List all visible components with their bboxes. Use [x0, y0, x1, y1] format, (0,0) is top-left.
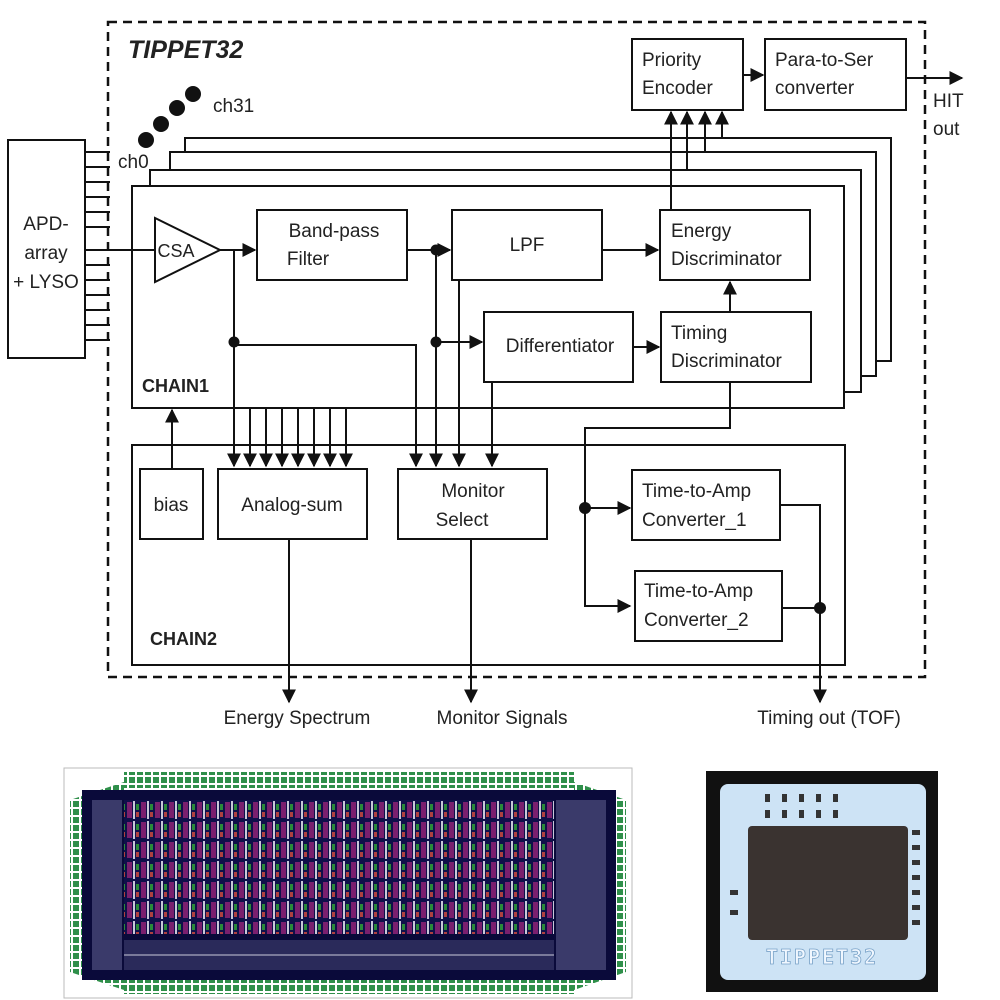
chain1-label: CHAIN1 — [142, 376, 209, 396]
chain2-label: CHAIN2 — [150, 629, 217, 649]
chip-marking: TIPPET32 — [766, 945, 878, 969]
hit-out-label-2: out — [933, 119, 960, 140]
p2s-label-1: Para-to-Ser — [775, 50, 874, 71]
timing-disc-label-2: Discriminator — [671, 351, 783, 372]
tac2-label-2: Converter_2 — [644, 610, 749, 631]
tac1-label-2: Converter_1 — [642, 510, 747, 531]
bandpass-filter-block — [256, 209, 408, 281]
apd-label-2: array — [24, 243, 68, 264]
chip-boundary — [106, 20, 927, 679]
priority-encoder-block — [631, 38, 744, 111]
analog-sum-label: Analog-sum — [241, 495, 342, 516]
monitor-signals-label: Monitor Signals — [437, 708, 568, 729]
bandpass-label-1: Band-pass — [289, 221, 380, 242]
analog-sum-bus — [234, 407, 353, 468]
priority-label-1: Priority — [642, 50, 702, 71]
timing-out-label: Timing out (TOF) — [757, 708, 901, 729]
differentiator-label: Differentiator — [506, 336, 615, 357]
apd-pins — [85, 151, 110, 341]
hit-out-label-1: HIT — [933, 91, 964, 112]
encoder-inputs — [664, 110, 729, 210]
monitor-label-2: Select — [436, 510, 490, 531]
tac1-block — [631, 469, 781, 541]
channel-dots — [138, 86, 201, 148]
differentiator-block — [483, 311, 634, 383]
ch31-label: ch31 — [213, 96, 254, 117]
chain2-frame — [131, 444, 846, 666]
energy-discriminator-block — [659, 209, 811, 281]
para-to-ser-block — [764, 38, 907, 111]
tac2-label-1: Time-to-Amp — [644, 581, 753, 602]
lpf-label: LPF — [510, 235, 545, 256]
bias-label: bias — [154, 495, 189, 516]
lpf-block — [451, 209, 603, 281]
priority-label-2: Encoder — [642, 78, 713, 99]
tac2-block — [634, 570, 783, 642]
p2s-label-2: converter — [775, 78, 855, 99]
ch0-label: ch0 — [118, 152, 149, 173]
apd-label-1: APD- — [23, 214, 68, 235]
chip-photo: TIPPET32 — [706, 771, 938, 992]
apd-label-3: + LYSO — [13, 272, 79, 293]
chip-title: TIPPET32 — [128, 36, 243, 64]
tac1-label-1: Time-to-Amp — [642, 481, 751, 502]
bandpass-label-2: Filter — [287, 249, 330, 270]
monitor-label-1: Monitor — [441, 481, 505, 502]
csa-label: CSA — [157, 241, 194, 261]
monitor-select-block — [397, 468, 548, 540]
csa-amplifier — [154, 216, 223, 284]
timing-disc-label-1: Timing — [671, 323, 727, 344]
timing-discriminator-block — [660, 311, 812, 383]
energy-disc-label-1: Energy — [671, 221, 732, 242]
chip-layout-image — [63, 767, 633, 999]
energy-disc-label-2: Discriminator — [671, 249, 783, 270]
analog-sum-block — [217, 468, 368, 540]
energy-spectrum-label: Energy Spectrum — [224, 708, 371, 729]
